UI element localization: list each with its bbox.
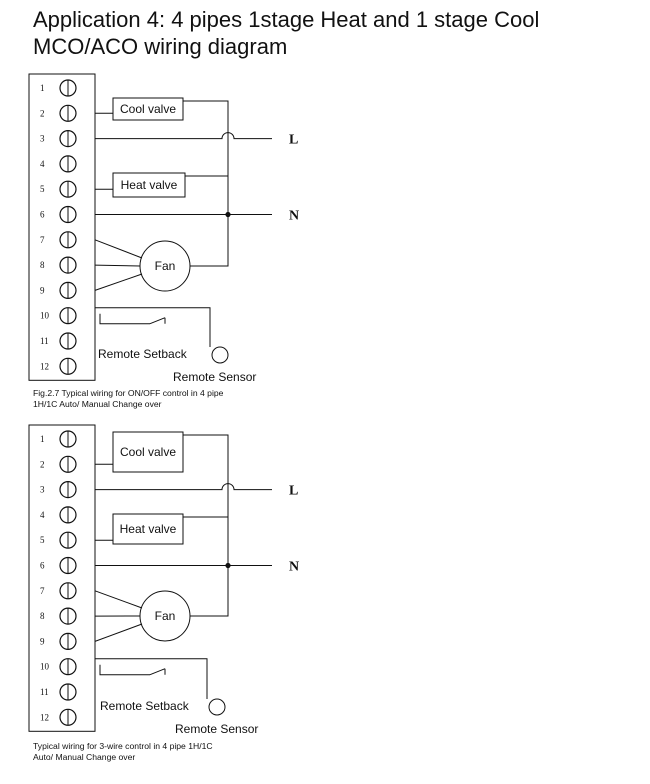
wire-setback-a [99,313,150,325]
remote-sensor-label: Remote Sensor [175,722,258,736]
terminal-number: 1 [40,83,45,93]
line-n-label: N [289,209,299,224]
heat-valve-label: Heat valve [120,522,177,536]
wire-sensor-lead [95,658,208,699]
terminal-number: 2 [40,459,45,469]
title-line-2: MCO/ACO wiring diagram [33,34,288,59]
line-n-label: N [289,560,299,575]
terminal-number: 3 [40,134,45,144]
wire-fan-terminal-9 [94,273,143,291]
terminal-number: 8 [40,260,45,270]
cool-valve-label: Cool valve [120,102,176,116]
wire-setback-a [99,664,150,676]
terminal-number: 11 [40,336,49,346]
terminal-block [28,424,96,732]
remote-sensor-label: Remote Sensor [173,370,256,384]
cool-valve-label: Cool valve [120,445,176,459]
terminal-number: 12 [40,712,49,722]
terminal-number: 12 [40,361,49,371]
terminal-number: 4 [40,159,45,169]
terminal-number: 6 [40,561,45,571]
terminal-number: 9 [40,636,45,646]
fan-label: Fan [155,609,176,623]
title-line-1: Application 4: 4 pipes 1stage Heat and 1… [33,7,540,32]
terminal-number: 9 [40,285,45,295]
terminal-number: 6 [40,210,45,220]
terminal-number: 11 [40,687,49,697]
wire-line-l [95,483,272,491]
wire-cool-valve-bus [183,100,229,215]
terminal-number: 4 [40,510,45,520]
remote-setback-label: Remote Setback [100,699,190,713]
heat-valve-label: Heat valve [121,178,178,192]
terminal-block [28,73,96,381]
heat-valve-box [112,172,186,198]
remote-sensor-icon [211,346,229,364]
wire-sensor-lead [95,307,211,347]
caption-1-line-1: Fig.2.7 Typical wiring for ON/OFF contro… [33,388,224,398]
caption-2-line-1: Typical wiring for 3-wire control in 4 p… [33,741,213,751]
figure-caption-1: Fig.2.7 Typical wiring for ON/OFF contro… [33,388,223,410]
wire-fan-bus [190,214,229,267]
wire-fan-terminal-7 [94,590,143,609]
wire-fan-terminal-8 [94,264,141,267]
remote-sensor-icon [208,698,226,716]
terminal-number: 10 [40,311,50,321]
remote-setback-switch-icon [149,668,166,676]
remote-setback-switch-icon [149,317,166,325]
line-l-label: L [289,484,298,499]
caption-1-line-2: 1H/1C Auto/ Manual Change over [33,399,162,409]
terminal-number: 3 [40,485,45,495]
fan-label: Fan [155,259,176,273]
remote-setback-label: Remote Setback [98,347,188,361]
wire-fan-terminal-9 [94,623,143,642]
line-l-label: L [289,133,298,148]
terminal-number: 5 [40,184,45,194]
terminal-number: 5 [40,535,45,545]
heat-valve-box [112,513,184,545]
page-title: Application 4: 4 pipes 1stage Heat and 1… [33,6,633,60]
terminal-number: 8 [40,611,45,621]
cool-valve-box [112,431,184,473]
terminal-number: 10 [40,662,50,672]
terminal-number: 1 [40,434,45,444]
caption-2-line-2: Auto/ Manual Change over [33,752,136,762]
wire-fan-bus [190,565,229,617]
cool-valve-box [112,97,184,121]
figure-caption-2: Typical wiring for 3-wire control in 4 p… [33,741,213,763]
wire-line-l [95,132,272,140]
wire-fan-terminal-7 [94,239,143,259]
terminal-number: 2 [40,108,45,118]
wire-cool-valve-bus [183,434,229,566]
terminal-number: 7 [40,586,45,596]
terminal-number: 7 [40,235,45,245]
